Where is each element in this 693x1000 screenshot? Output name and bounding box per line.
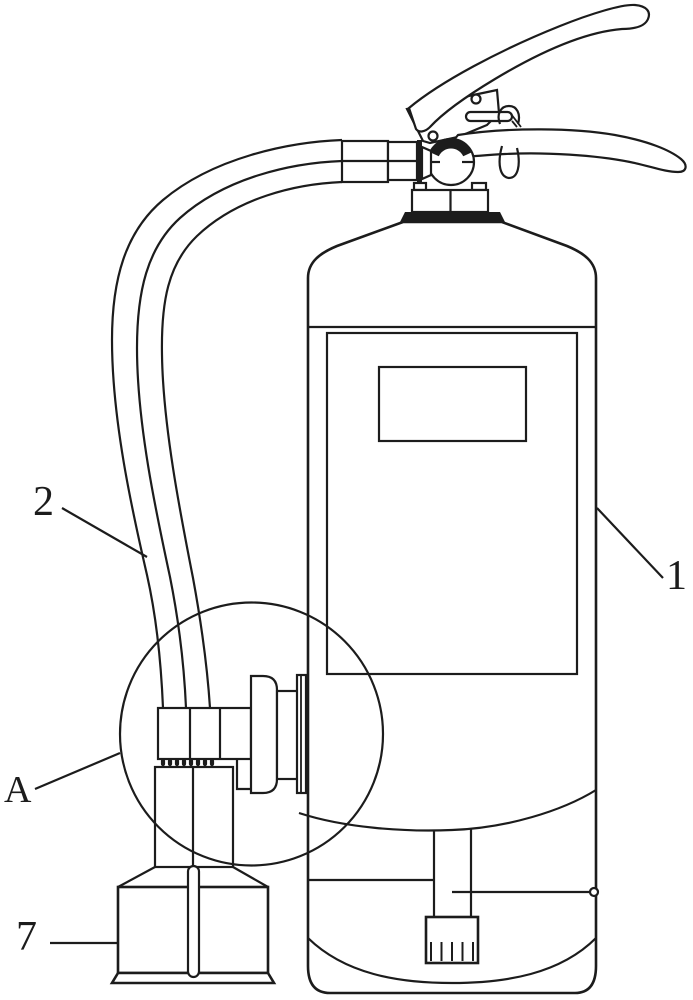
flange-capsule xyxy=(249,674,279,795)
detail-circle-A xyxy=(118,601,385,867)
reference-labels: 1 2 A 7 xyxy=(4,479,687,960)
label-plate xyxy=(325,331,579,676)
center-rod xyxy=(186,864,201,979)
hose-line-inner xyxy=(160,180,343,709)
valve-head-assembly xyxy=(340,3,687,222)
fitting-block xyxy=(156,706,253,761)
leader-line-A xyxy=(34,751,121,791)
carry-handle xyxy=(448,128,687,174)
siphon-tube xyxy=(432,828,473,917)
ref-label-A: A xyxy=(4,769,32,811)
fitting-step xyxy=(235,759,251,791)
bracket-hole-upper xyxy=(470,93,482,105)
inner-bottom-dome xyxy=(298,789,597,832)
flange-spacer xyxy=(275,689,300,781)
extinguisher-cylinder xyxy=(298,220,600,995)
fitting-block-dividers xyxy=(188,708,222,759)
bracket-hole-lower xyxy=(427,130,439,142)
coupling-joint-bar xyxy=(417,140,422,182)
leader-line-1 xyxy=(596,507,664,579)
pull-ring-bottom xyxy=(498,145,520,180)
gauge-arc xyxy=(430,139,472,157)
coupling-wedge xyxy=(420,145,433,181)
leader-line-2 xyxy=(61,507,148,558)
outer-bottom-dome xyxy=(307,937,597,985)
ref-label-7: 7 xyxy=(16,914,37,960)
squeeze-lever xyxy=(407,3,651,133)
safety-pin xyxy=(464,110,514,123)
safety-pin-clip xyxy=(510,113,522,128)
nozzle-fitting-assembly xyxy=(109,673,308,985)
hose-line-outer xyxy=(110,138,343,709)
wall-fitting-dot xyxy=(588,886,600,898)
discharge-hose xyxy=(110,138,343,709)
filter-teeth xyxy=(430,942,474,961)
ref-label-2: 2 xyxy=(33,479,54,525)
hose-line-middle xyxy=(135,159,343,709)
tank-outline xyxy=(306,220,598,995)
neck-seal-band xyxy=(400,212,505,222)
ref-label-1: 1 xyxy=(666,553,687,599)
label-window xyxy=(377,365,528,443)
nozzle-skirt xyxy=(117,866,269,888)
pull-ring-top xyxy=(497,104,521,125)
fitting-serration xyxy=(160,758,215,767)
